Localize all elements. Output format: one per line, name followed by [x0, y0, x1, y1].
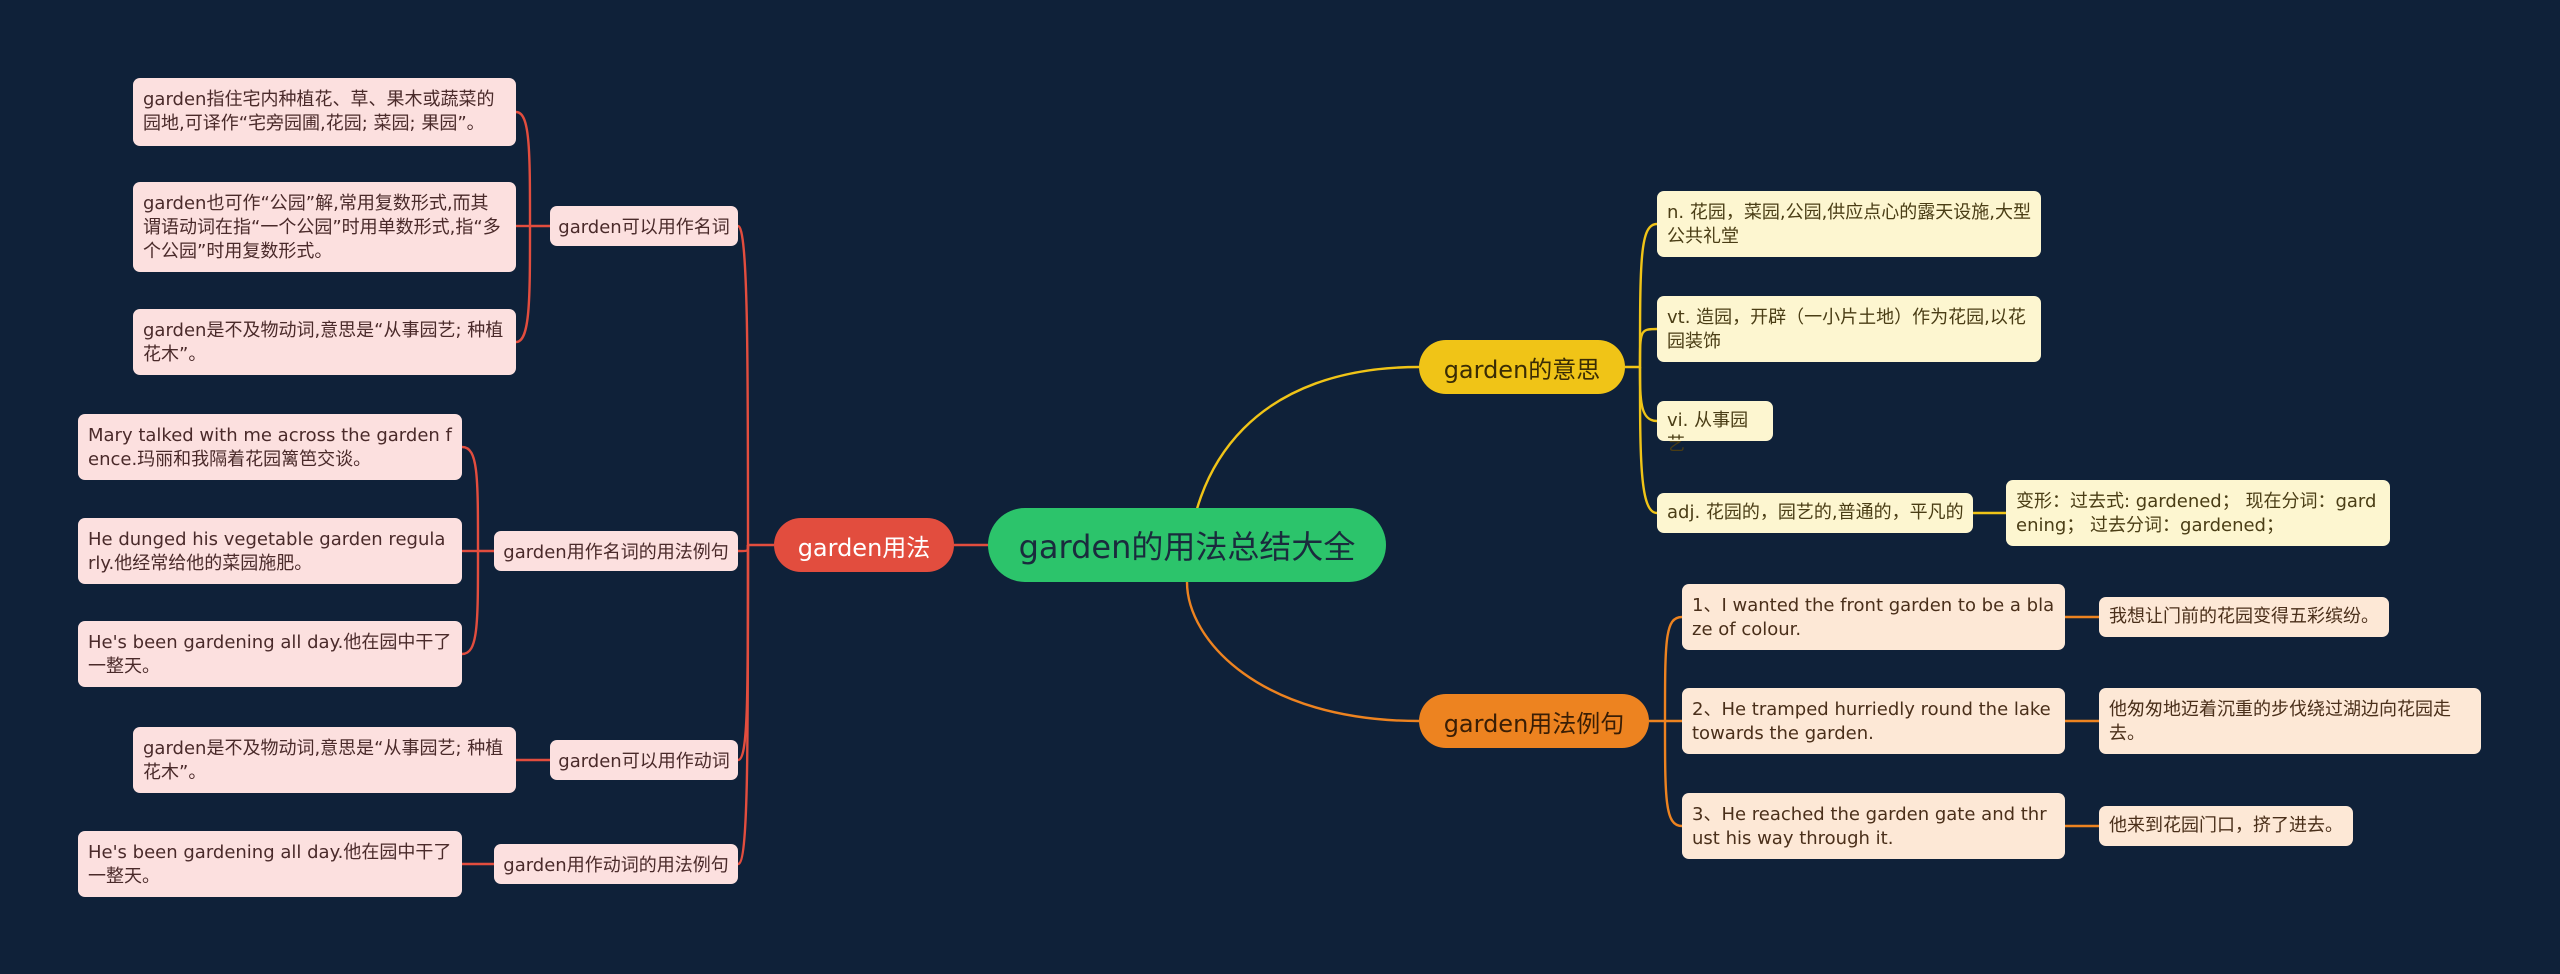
- connector: [1638, 366, 1658, 515]
- connector: [461, 550, 480, 656]
- subtopic-verb-examples[interactable]: garden用作动词的用法例句: [494, 844, 738, 884]
- connector: [737, 544, 750, 553]
- connector: [515, 225, 532, 344]
- leaf-example-zh[interactable]: 我想让门前的花园变得五彩缤纷。: [2099, 597, 2389, 637]
- leaf-example[interactable]: Mary talked with me across the garden fe…: [78, 414, 462, 480]
- subtopic-verb-usage[interactable]: garden可以用作动词: [550, 740, 738, 780]
- leaf-example[interactable]: He dunged his vegetable garden regularly…: [78, 518, 462, 584]
- connector: [1649, 615, 1683, 723]
- leaf-example-en[interactable]: 1、I wanted the front garden to be a blaz…: [1682, 584, 2065, 650]
- leaf-example-en[interactable]: 2、He tramped hurriedly round the lake to…: [1682, 688, 2065, 754]
- connector: [1638, 327, 1658, 368]
- leaf-note[interactable]: garden是不及物动词,意思是“从事园艺; 种植花木”。: [133, 309, 516, 375]
- leaf-meaning[interactable]: vi. 从事园艺: [1657, 401, 1773, 455]
- leaf-example[interactable]: He's been gardening all day.他在园中干了一整天。: [78, 831, 462, 897]
- leaf-note[interactable]: garden指住宅内种植花、草、果木或蔬菜的园地,可译作“宅旁园圃,花园; 菜园…: [133, 78, 516, 146]
- connector: [1185, 581, 1420, 723]
- subtopic-noun-usage[interactable]: garden可以用作名词: [550, 206, 738, 246]
- branch-garden-examples[interactable]: garden用法例句: [1419, 694, 1649, 748]
- leaf-example-en[interactable]: 3、He reached the garden gate and thrust …: [1682, 793, 2065, 859]
- leaf-meaning[interactable]: adj. 花园的，园艺的,普通的，平凡的: [1657, 493, 1973, 533]
- leaf-note[interactable]: garden也可作“公园”解,常用复数形式,而其谓语动词在指“一个公园”时用单数…: [133, 182, 516, 272]
- leaf-note[interactable]: garden是不及物动词,意思是“从事园艺; 种植花木”。: [133, 727, 516, 793]
- connector: [1663, 720, 1683, 828]
- leaf-meaning[interactable]: n. 花园，菜园,公园,供应点心的露天设施,大型公共礼堂: [1657, 191, 2041, 257]
- connector: [737, 544, 750, 866]
- subtopic-noun-examples[interactable]: garden用作名词的用法例句: [494, 531, 738, 571]
- leaf-example-zh[interactable]: 他来到花园门口，挤了进去。: [2099, 806, 2353, 846]
- center-topic[interactable]: garden的用法总结大全: [988, 508, 1386, 582]
- leaf-example-zh[interactable]: 他匆匆地迈着沉重的步伐绕过湖边向花园走去。: [2099, 688, 2481, 754]
- leaf-meaning[interactable]: vt. 造园，开辟（一小片土地）作为花园,以花园装饰: [1657, 296, 2041, 362]
- connector: [1638, 366, 1658, 423]
- branch-garden-meaning[interactable]: garden的意思: [1419, 340, 1625, 394]
- connector: [461, 445, 494, 553]
- connector: [737, 224, 775, 547]
- leaf-word-forms[interactable]: 变形：过去式: gardened； 现在分词：gardening； 过去分词：g…: [2006, 480, 2390, 546]
- leaf-example[interactable]: He's been gardening all day.他在园中干了一整天。: [78, 621, 462, 687]
- connector: [515, 110, 550, 228]
- branch-garden-usage[interactable]: garden用法: [774, 518, 954, 572]
